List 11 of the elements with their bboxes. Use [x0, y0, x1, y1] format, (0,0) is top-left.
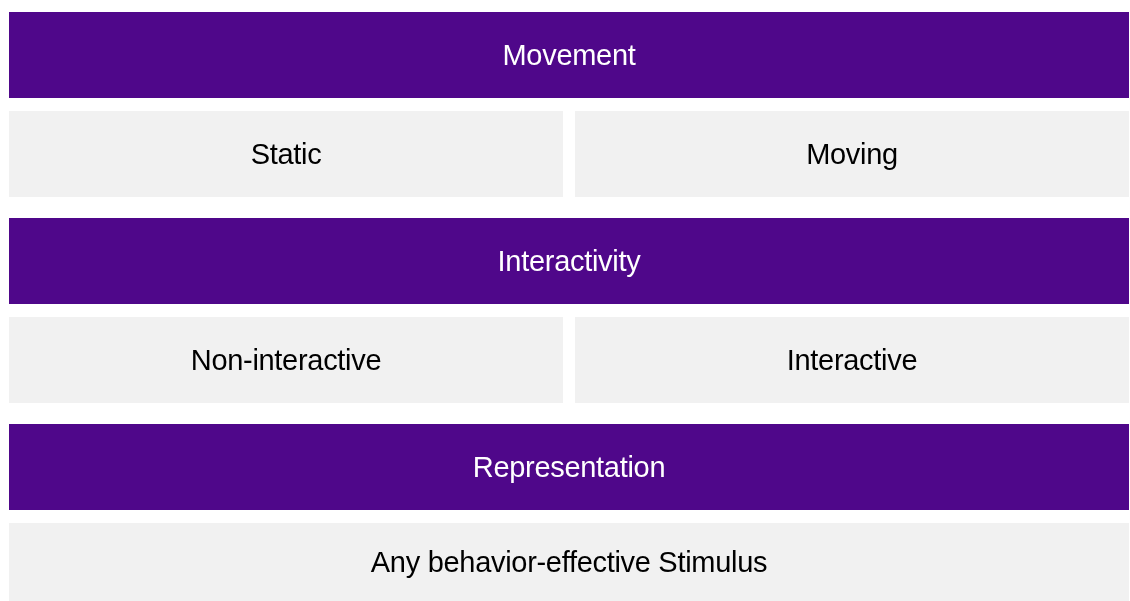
- band-label: Representation: [472, 450, 666, 484]
- category-band: [9, 218, 1129, 304]
- band-label: Interactive: [786, 343, 918, 377]
- band-label: Non-interactive: [190, 343, 382, 377]
- band-label: Movement: [502, 38, 636, 72]
- band-label: Interactivity: [497, 244, 641, 278]
- band-label: Moving: [806, 137, 898, 171]
- category-band: [9, 12, 1129, 98]
- band-label: Static: [250, 137, 322, 171]
- category-band: [9, 424, 1129, 510]
- band-label: Any behavior-effective Stimulus: [370, 545, 768, 579]
